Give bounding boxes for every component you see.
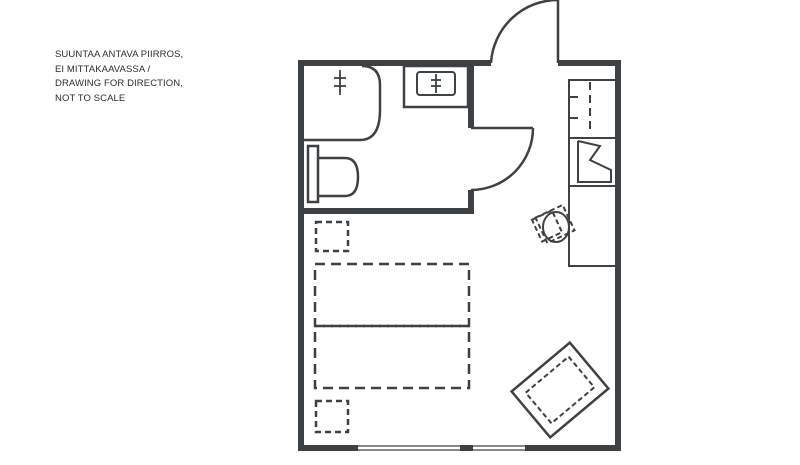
dashed-furniture — [313, 220, 471, 434]
disclaimer-caption: SUUNTAA ANTAVA PIIRROS, EI MITTAKAAVASSA… — [55, 48, 255, 106]
caption-line-2: EI MITTAKAAVASSA / — [55, 63, 151, 75]
bathroom-door — [470, 126, 535, 192]
caption-line-4: NOT TO SCALE — [55, 92, 126, 104]
sink — [402, 64, 470, 109]
entrance-door — [489, 0, 560, 64]
bed-2 — [313, 324, 471, 390]
caption-line-1: SUUNTAA ANTAVA PIIRROS, — [55, 49, 184, 60]
bathroom-walls — [301, 63, 474, 214]
window — [358, 445, 525, 451]
shower — [304, 64, 382, 142]
nightstand-top — [314, 220, 350, 253]
caption-line-3: DRAWING FOR DIRECTION, — [55, 78, 183, 89]
round-table — [542, 211, 570, 243]
kitchenette — [568, 79, 619, 267]
nightstand-bottom — [314, 399, 350, 434]
armchair — [509, 340, 611, 440]
bed-1 — [313, 262, 471, 328]
toilet — [306, 144, 360, 204]
